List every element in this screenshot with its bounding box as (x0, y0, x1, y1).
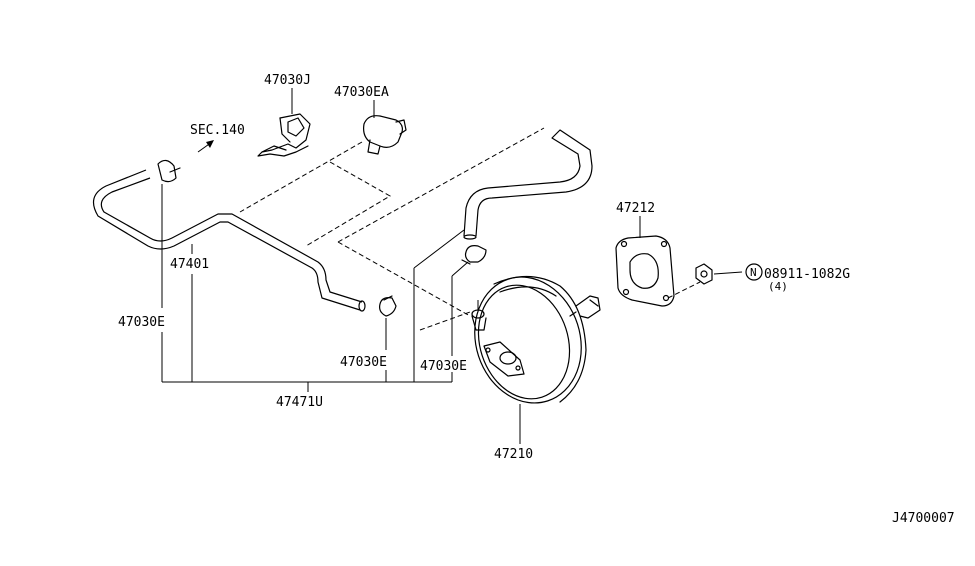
part-47401-label: 47401 (170, 257, 209, 272)
leader-lines (161, 184, 641, 444)
part-47030j-label: 47030J (264, 73, 311, 88)
gasket-47212 (615, 235, 675, 307)
part-47030e-mid-label: 47030E (340, 355, 387, 370)
sec-140-label: SEC.140 (190, 123, 245, 138)
diagram-code: J4700007 (892, 511, 955, 526)
hose-clamp-left (157, 159, 181, 183)
part-47030e-right-label: 47030E (420, 359, 467, 374)
part-47471u-label: 47471U (276, 395, 323, 410)
sec-arrow-icon (197, 140, 214, 153)
part-47210-label: 47210 (494, 447, 533, 462)
hose-clamp-right (461, 245, 487, 265)
bracket-47030j (257, 88, 311, 157)
nut-qty-label: (4) (768, 280, 788, 293)
vacuum-hose-47401 (92, 169, 366, 312)
nut-symbol-icon: N (745, 263, 763, 281)
nut-part-label: 08911-1082G (764, 267, 850, 282)
part-47030ea-label: 47030EA (334, 85, 389, 100)
vacuum-hose-upper (463, 129, 593, 240)
part-47212-label: 47212 (616, 201, 655, 216)
nut-08911 (695, 263, 743, 285)
check-valve-47030ea (363, 100, 407, 155)
nut-symbol-letter: N (750, 266, 757, 279)
dashed-routing (239, 127, 701, 331)
hose-clamp-middle (379, 295, 397, 317)
brake-booster-47210 (471, 275, 601, 404)
part-47030e-left-label: 47030E (118, 315, 165, 330)
